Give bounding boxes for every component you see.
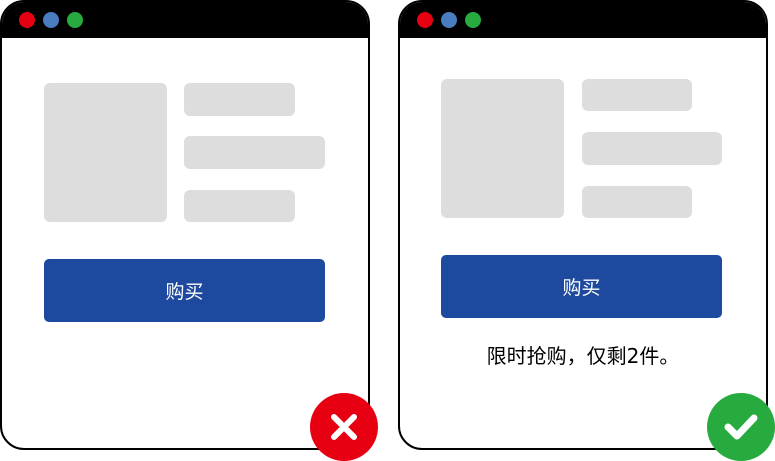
check-icon — [707, 393, 775, 461]
close-dot-icon — [19, 12, 35, 28]
title-bar — [400, 2, 766, 38]
minimize-dot-icon — [441, 12, 457, 28]
buy-button[interactable]: 购买 — [441, 255, 722, 318]
buy-button[interactable]: 购买 — [44, 259, 325, 322]
x-icon — [310, 393, 378, 461]
scarcity-message: 限时抢购，仅剩2件。 — [486, 344, 680, 368]
text-placeholder — [582, 186, 692, 218]
image-placeholder — [441, 79, 564, 218]
text-placeholder — [582, 79, 692, 111]
text-placeholder — [184, 136, 325, 169]
close-dot-icon — [417, 12, 433, 28]
bad-example-window: 购买 — [0, 0, 370, 450]
maximize-dot-icon — [67, 12, 83, 28]
text-placeholder — [184, 83, 295, 116]
text-placeholder — [582, 132, 722, 165]
text-placeholder — [184, 190, 295, 222]
minimize-dot-icon — [43, 12, 59, 28]
maximize-dot-icon — [465, 12, 481, 28]
image-placeholder — [44, 83, 167, 222]
title-bar — [2, 2, 368, 38]
good-example-window: 购买 限时抢购，仅剩2件。 — [398, 0, 768, 450]
